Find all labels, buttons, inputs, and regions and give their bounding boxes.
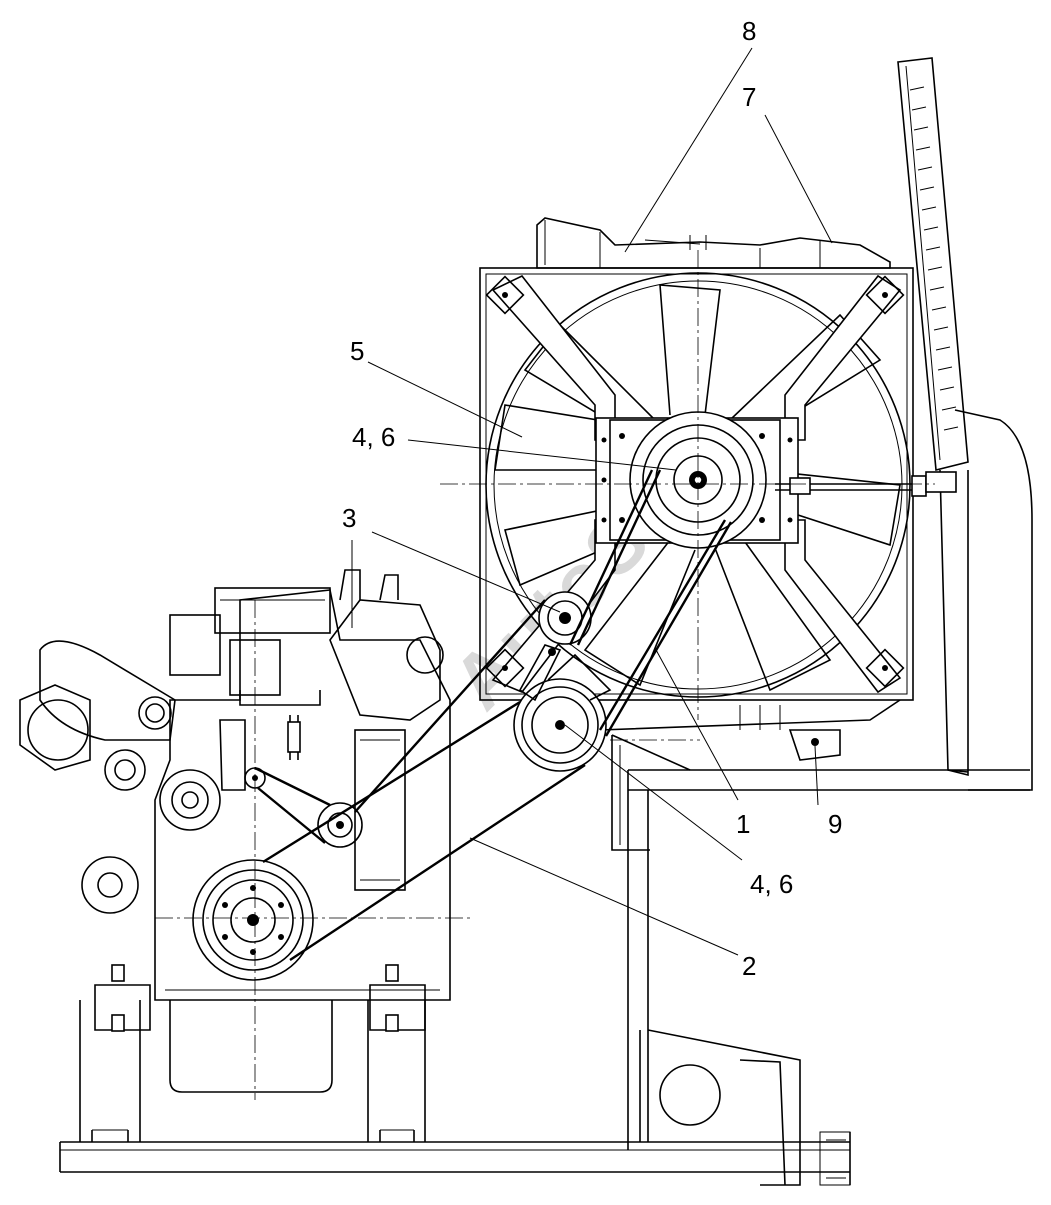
cab-panel xyxy=(897,57,1033,791)
chassis-frame xyxy=(59,734,1030,1186)
callout-9: 9 xyxy=(828,809,842,839)
callout-labels: 8 7 5 4, 6 3 1 9 4, 6 2 xyxy=(342,16,842,981)
callout-8: 8 xyxy=(742,16,756,46)
callout-1: 1 xyxy=(736,809,750,839)
callout-4-6-upper: 4, 6 xyxy=(352,422,395,452)
leader-lines xyxy=(351,47,833,956)
callout-7: 7 xyxy=(742,82,756,112)
fan-drive-pulleys xyxy=(513,469,841,772)
callout-4-6-lower: 4, 6 xyxy=(750,869,793,899)
callout-2: 2 xyxy=(742,951,756,981)
callout-3: 3 xyxy=(342,503,356,533)
callout-5: 5 xyxy=(350,336,364,366)
engine-assembly xyxy=(19,569,586,1142)
centerlines xyxy=(155,250,935,1100)
